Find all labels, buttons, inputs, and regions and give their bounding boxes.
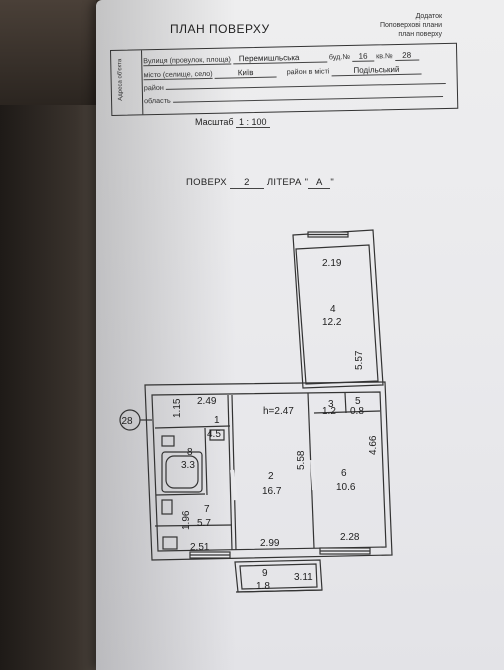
room-2-number: 2 (268, 471, 274, 482)
background-left (0, 0, 110, 670)
wall-3-6 (313, 410, 381, 414)
floor-line: ПОВЕРХ 2 ЛІТЕРА "А" (186, 177, 334, 189)
room-8-area: 3.3 (181, 460, 195, 471)
room-8-number: 8 (187, 447, 193, 458)
room-7-area: 5.7 (197, 518, 211, 529)
apartment-marker-text: 28 (121, 416, 133, 427)
dim-3-11: 3.11 (294, 572, 313, 583)
room-9-number: 9 (262, 568, 268, 579)
bathtub-inner (165, 455, 199, 489)
wall-7-hall (154, 524, 233, 527)
ceiling-height: h=2.47 (263, 406, 294, 417)
dim-2-28: 2.28 (340, 532, 360, 543)
stove-icon (209, 429, 225, 441)
stove-burners-icon (162, 536, 178, 550)
balcony-inner (239, 563, 318, 590)
dim-1-15: 1.15 (172, 398, 183, 418)
door-2 (230, 469, 238, 501)
addendum-line-2: Поповерхові плани (380, 22, 443, 29)
room-5-number: 5 (355, 396, 361, 407)
sink-icon (161, 435, 175, 447)
room-3-number: 3 (328, 399, 334, 410)
scale-value: 1 : 100 (236, 117, 270, 128)
floor-label: ПОВЕРХ (186, 177, 227, 188)
dim-1-96: 1.96 (181, 510, 192, 530)
room-9-area: 1.8 (256, 581, 270, 592)
dim-5-58: 5.58 (296, 450, 307, 470)
room-6-number: 6 (341, 468, 347, 479)
dim-2-99: 2.99 (260, 538, 280, 549)
addendum-line-1: Додаток (415, 13, 443, 20)
dim-4-66: 4.66 (368, 435, 379, 455)
bathtub-icon (161, 451, 203, 493)
door-6 (310, 459, 316, 491)
dim-2-51: 2.51 (190, 542, 210, 553)
room-2-area: 16.7 (262, 486, 282, 497)
dim-5-57: 5.57 (354, 350, 365, 370)
wall-8-7 (155, 493, 206, 496)
room-7-number: 7 (204, 504, 210, 515)
letter-close: " (330, 177, 334, 188)
wall-1-8 (154, 425, 231, 429)
dim-2-49: 2.49 (197, 396, 217, 407)
bottom-dim-line (235, 589, 323, 593)
room-4-area: 12.2 (322, 317, 342, 328)
room-5-area: 0.8 (350, 406, 364, 417)
main-inner-wall (151, 391, 387, 552)
addendum-line-3: план поверху (398, 31, 443, 38)
toilet-icon (161, 499, 173, 515)
scale-line: Масштаб 1 : 100 (195, 117, 270, 128)
room-4-inner-wall (295, 244, 379, 385)
page-title: ПЛАН ПОВЕРХУ (170, 22, 270, 36)
wall-3-5 (344, 392, 347, 414)
room-1-number: 1 (214, 415, 220, 426)
wall-1-2b (227, 394, 233, 551)
letter-label: ЛІТЕРА " (266, 177, 309, 188)
addendum-note: Додаток Поповерхові плани план поверху (380, 12, 442, 39)
dim-2-19: 2.19 (322, 258, 342, 269)
room-3-area: 1.2 (322, 406, 336, 417)
room-4-number: 4 (330, 304, 336, 315)
main-outer-wall (144, 381, 393, 561)
letter-value: А (308, 177, 331, 189)
floor-value: 2 (229, 177, 264, 189)
room-6-area: 10.6 (336, 482, 356, 493)
scale-label: Масштаб (195, 117, 234, 127)
wall-8-1 (204, 427, 208, 496)
room-1-area: 4.5 (207, 429, 221, 440)
